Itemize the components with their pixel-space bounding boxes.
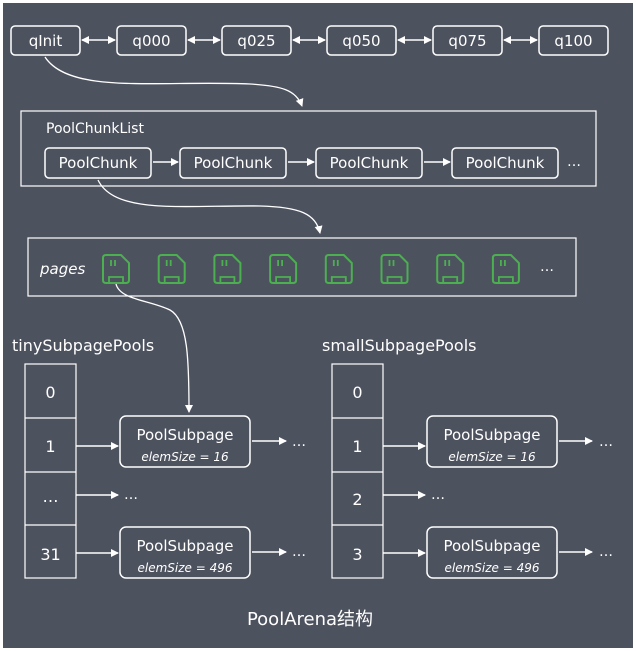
pool-subpage: PoolSubpage elemSize = 496 [119,526,251,579]
pool-subpage-label: PoolSubpage [136,426,233,444]
pool-subpage-elemsize: elemSize = 496 [444,561,539,575]
curved-arrow-chunk-to-pages [97,179,323,234]
pool-array [331,363,384,579]
chunk-list-ellipsis: … [567,154,581,170]
queue-node-q075: q075 [432,25,503,56]
pool-chunk-label: PoolChunk [466,154,545,172]
sd-card-icon [491,254,520,284]
pool-subpage-label: PoolSubpage [443,537,540,555]
small-pools-title: smallSubpagePools [322,336,476,355]
pool-chunk: PoolChunk [315,147,423,179]
ellipsis: … [599,544,613,560]
tiny-subpage-pools: tinySubpagePools 0 1 … 31 PoolSubpage el… [12,336,306,579]
queue-node-q000: q000 [116,25,187,56]
queue-node-label: q050 [342,32,380,50]
ellipsis: … [124,487,138,503]
small-subpage-pools: smallSubpagePools 0 1 2 3 PoolSubpage el… [322,336,613,579]
pool-chunk-label: PoolChunk [330,154,409,172]
sd-card-icon [269,254,298,284]
pages-ellipsis: … [540,259,554,275]
ellipsis: … [292,544,306,560]
pool-array-cell: 0 [352,383,362,402]
pool-array-cell: 1 [45,437,55,456]
pool-chunk: PoolChunk [44,147,152,179]
queue-node-label: q100 [554,32,592,50]
pages-label: pages [39,260,85,278]
pool-subpage: PoolSubpage elemSize = 496 [426,526,558,579]
pool-subpage-elemsize: elemSize = 496 [137,561,232,575]
sd-card-icon [213,254,242,284]
queue-node-q100: q100 [538,25,609,56]
queue-row: qInit q000 q025 q050 q075 q100 [10,25,609,56]
pages-panel: pages … [27,237,577,297]
sd-card-icon [380,254,409,284]
tiny-pools-title: tinySubpagePools [12,336,154,355]
chunk-list-title: PoolChunkList [46,121,144,137]
ellipsis: … [292,434,306,450]
queue-node-label: qInit [29,32,63,50]
ellipsis: … [431,487,445,503]
curved-arrow-qinit-to-chunklist [44,56,304,107]
pool-chunk: PoolChunk [179,147,287,179]
sd-card-icon [102,254,130,284]
sd-card-icon [157,254,186,284]
pool-subpage-label: PoolSubpage [443,426,540,444]
pool-array-cell: 0 [45,383,55,402]
sd-card-icon [324,254,353,284]
queue-node-label: q025 [237,32,275,50]
pool-chunk-list: PoolChunkList PoolChunk PoolChunk PoolCh… [20,110,597,187]
queue-node-q050: q050 [326,25,397,56]
pool-subpage: PoolSubpage elemSize = 16 [119,415,251,468]
curved-arrow-page-to-subpage [115,283,193,413]
queue-node-q025: q025 [221,25,292,56]
pool-array-cell: 2 [352,490,362,509]
diagram-caption: PoolArena结构 [247,609,373,630]
pool-array [24,363,77,579]
queue-node-qinit: qInit [10,25,81,56]
pool-array-cell: 1 [352,437,362,456]
page-icon-row [102,254,520,284]
pool-array-cell: … [43,487,59,506]
ellipsis: … [599,434,613,450]
pool-subpage-elemsize: elemSize = 16 [141,450,229,464]
pool-subpage: PoolSubpage elemSize = 16 [426,415,558,468]
queue-node-label: q075 [448,32,486,50]
pool-chunk: PoolChunk [451,147,559,179]
pool-chunk-label: PoolChunk [194,154,273,172]
pool-subpage-elemsize: elemSize = 16 [448,450,536,464]
pool-chunk-label: PoolChunk [59,154,138,172]
queue-node-label: q000 [132,32,170,50]
pool-subpage-label: PoolSubpage [136,537,233,555]
pool-array-cell: 3 [352,545,362,564]
pool-array-cell: 31 [40,545,60,564]
sd-card-icon [436,254,465,284]
